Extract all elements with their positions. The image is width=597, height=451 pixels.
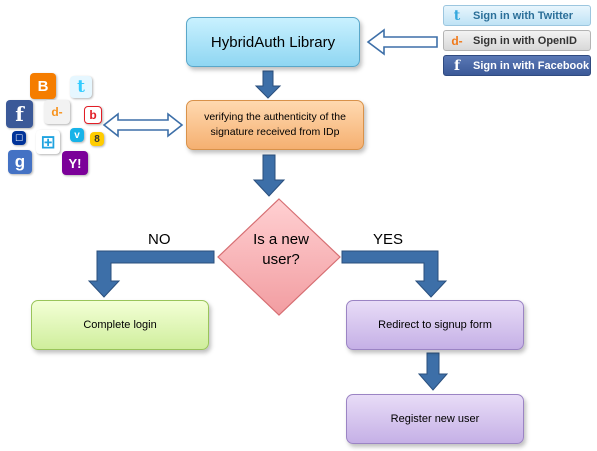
no-branch-label: NO [148, 231, 171, 248]
openid-icon: d- [451, 33, 463, 48]
arrow-yes-to-redirect [341, 250, 448, 298]
hybridauth-library-node: HybridAuth Library [186, 17, 360, 67]
google-icon: g [8, 150, 32, 174]
openid-icon: d- [44, 100, 70, 124]
twitter-icon: t [70, 76, 92, 98]
facebook-icon: f [6, 100, 33, 128]
decision-diamond [217, 198, 341, 316]
arrow-signin-to-library [366, 28, 438, 56]
complete-login-node: Complete login [31, 300, 209, 350]
decision-label-line1: Is a new [253, 231, 309, 248]
bebo-icon: b [84, 106, 102, 124]
arrow-providers-verify [102, 112, 184, 138]
vimeo-icon: v [70, 128, 84, 142]
sign-in-facebook-button[interactable]: f Sign in with Facebook [443, 55, 591, 76]
myspace-icon: ☐ [12, 131, 26, 145]
facebook-icon: f [453, 57, 461, 74]
arrow-library-to-verify [254, 70, 282, 99]
decision-label-line2: user? [262, 250, 300, 268]
yes-branch-label: YES [373, 231, 404, 248]
aol-icon: 8 [90, 132, 104, 146]
register-user-node: Register new user [346, 394, 524, 444]
verify-signature-node: verifying the authenticity of the signat… [186, 100, 364, 150]
verify-label-line2: signature received from IDp [210, 126, 340, 138]
redirect-signup-label: Redirect to signup form [378, 319, 492, 331]
sign-in-twitter-label: Sign in with Twitter [473, 9, 574, 22]
arrow-redirect-to-register [417, 352, 449, 391]
redirect-signup-node: Redirect to signup form [346, 300, 524, 350]
twitter-icon: t [453, 7, 461, 24]
hybridauth-library-label: HybridAuth Library [210, 33, 336, 51]
blogger-icon: B [30, 73, 56, 99]
sign-in-twitter-button[interactable]: t Sign in with Twitter [443, 5, 591, 26]
yahoo-icon: Y! [62, 151, 88, 175]
decision-label: Is a new user? [236, 230, 326, 269]
sign-in-openid-label: Sign in with OpenID [473, 34, 577, 47]
register-user-label: Register new user [390, 413, 480, 425]
complete-login-label: Complete login [83, 319, 157, 331]
sign-in-openid-button[interactable]: d- Sign in with OpenID [443, 30, 591, 51]
verify-label-line1: verifying the authenticity of the [204, 110, 346, 123]
arrow-no-to-complete [87, 250, 215, 298]
windows-live-icon: ⊞ [36, 130, 60, 154]
arrow-verify-to-decision [252, 154, 286, 197]
sign-in-facebook-label: Sign in with Facebook [473, 59, 590, 72]
